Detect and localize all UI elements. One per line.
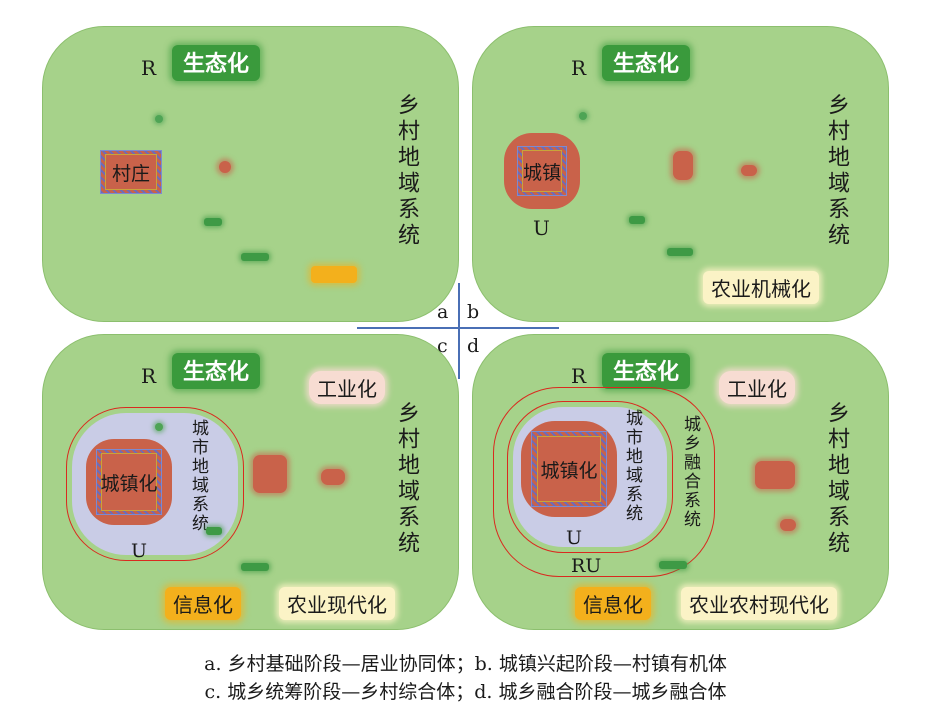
- green-patch: [667, 248, 693, 256]
- settlement-block: [741, 165, 757, 176]
- fusion-system-label: 城乡融合系统: [680, 415, 700, 529]
- village-label: 村庄: [111, 162, 150, 185]
- green-patch: [659, 561, 687, 569]
- eco-badge: 生态化: [602, 353, 691, 389]
- panel-c-coordination-stage: R 生态化 工业化 乡村地域系统 城镇化 城市地域系统 U 信息化 农业现代化: [42, 334, 459, 630]
- panel-d-fusion-stage: R 生态化 工业化 乡村地域系统 城乡融合系统 城镇化 城市地域系统 U RU …: [472, 334, 889, 630]
- urban-system-label: 城市地域系统: [188, 419, 208, 533]
- small-settlement: [219, 161, 231, 173]
- industrialization-label: 工业化: [309, 371, 385, 404]
- r-label: R: [571, 364, 587, 388]
- agri-modernization-label: 农业现代化: [279, 587, 395, 620]
- urbanization-label: 城镇化: [540, 459, 598, 482]
- r-label: R: [141, 56, 157, 80]
- green-patch: [204, 218, 222, 226]
- urban-boundary-ring: [507, 401, 673, 553]
- u-label: U: [533, 216, 550, 240]
- eco-badge: 生态化: [172, 45, 261, 81]
- green-patch: [241, 563, 269, 571]
- caption-line-2: c. 城乡统筹阶段—乡村综合体；d. 城乡融合阶段—城乡融合体: [204, 681, 727, 703]
- quadrant-axis-vertical: [458, 283, 460, 379]
- settlement-block: [253, 455, 287, 493]
- green-patch: [206, 527, 222, 535]
- green-patch: [241, 253, 269, 261]
- green-dot: [155, 115, 163, 123]
- informatization-label: 信息化: [575, 587, 651, 620]
- axis-label-b: b: [467, 301, 480, 323]
- rural-system-label: 乡村地域系统: [394, 93, 419, 249]
- gold-patch: [311, 266, 357, 283]
- rural-system-label: 乡村地域系统: [394, 401, 419, 557]
- urbanization-block: 城镇化: [521, 421, 617, 517]
- rural-system-label: 乡村地域系统: [824, 401, 849, 557]
- caption-line-1: a. 乡村基础阶段—居业协同体；b. 城镇兴起阶段—村镇有机体: [204, 653, 727, 675]
- urban-system-label: 城市地域系统: [622, 409, 642, 523]
- urbanization-label: 城镇化: [100, 472, 158, 495]
- r-label: R: [141, 364, 157, 388]
- green-dot: [155, 423, 163, 431]
- axis-label-c: c: [437, 335, 448, 357]
- axis-label-a: a: [437, 301, 449, 323]
- agri-mechanization-label: 农业机械化: [703, 271, 819, 304]
- panel-b-town-stage: R 生态化 乡村地域系统 城镇 U 农业机械化: [472, 26, 889, 322]
- green-dot: [579, 112, 587, 120]
- industrialization-label: 工业化: [719, 371, 795, 404]
- agri-rural-modernization-label: 农业农村现代化: [681, 587, 837, 620]
- green-patch: [629, 216, 645, 224]
- u-label: U: [131, 540, 148, 562]
- eco-badge: 生态化: [172, 353, 261, 389]
- urban-boundary-ring: [66, 407, 244, 561]
- rural-system-label: 乡村地域系统: [824, 93, 849, 249]
- settlement-block: [780, 519, 796, 531]
- r-label: R: [571, 56, 587, 80]
- ru-label: RU: [571, 555, 602, 577]
- settlement-block: [673, 151, 693, 180]
- eco-badge: 生态化: [602, 45, 691, 81]
- village-block: 村庄: [100, 150, 162, 194]
- town-block: 城镇: [504, 133, 580, 209]
- u-label: U: [566, 527, 583, 549]
- urbanization-block: 城镇化: [86, 439, 172, 525]
- settlement-block: [321, 469, 345, 485]
- informatization-label: 信息化: [165, 587, 241, 620]
- settlement-block: [755, 461, 795, 489]
- axis-label-d: d: [467, 335, 480, 357]
- fusion-boundary-ring: [493, 387, 715, 577]
- town-label: 城镇: [522, 161, 561, 184]
- panel-a-rural-stage: R 生态化 乡村地域系统 村庄: [42, 26, 459, 322]
